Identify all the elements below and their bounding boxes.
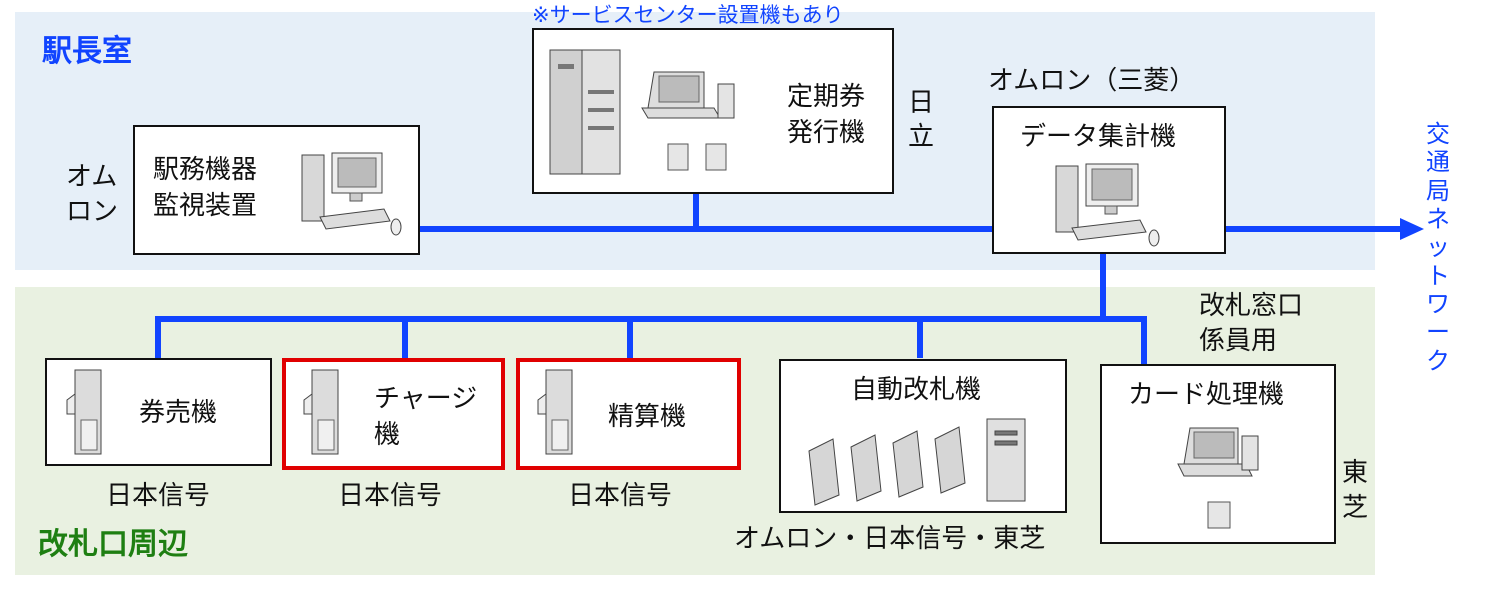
- card-processor-vendor-line2: 芝: [1342, 493, 1369, 523]
- charge-machine: チャージ 機: [282, 358, 505, 470]
- gate-area-bus: [155, 316, 1147, 322]
- backbone-line-east: [1226, 226, 1406, 232]
- card-terminal-icon: [1177, 427, 1259, 529]
- pass-issuer-vendor-line1: 日: [908, 88, 935, 118]
- drop-card-processor: [1141, 316, 1147, 364]
- monitor-label-line1: 駅務機器: [153, 155, 258, 185]
- data-aggregator: データ集計機: [992, 106, 1226, 254]
- commuter-pass-issuer: 定期券 発行機: [532, 28, 894, 194]
- auto-gate-vendor: オムロン・日本信号・東芝: [734, 524, 1046, 554]
- card-processor-label: カード処理機: [1128, 380, 1285, 410]
- workstation-icon: [301, 152, 402, 236]
- pass-issuer-vendor-line2: 立: [908, 122, 935, 152]
- drop-auto-gate: [917, 316, 923, 358]
- charge-vendor: 日本信号: [338, 481, 443, 511]
- aggregator-workstation-icon: [1055, 163, 1160, 247]
- arrow-head-icon: [1400, 218, 1424, 240]
- aggregator-label: データ集計機: [1020, 122, 1177, 152]
- aggregator-down-line: [1100, 252, 1106, 320]
- monitor-label-line2: 監視装置: [153, 191, 258, 221]
- card-processor-usage-line2: 係員用: [1199, 326, 1278, 356]
- card-processor-vendor-line1: 東: [1342, 458, 1369, 488]
- pass-issuer-label-line1: 定期券: [787, 82, 866, 112]
- vending-machine-icon: [66, 369, 102, 455]
- ticket-vending-machine: 券売機: [45, 358, 272, 466]
- ticket-vending-vendor: 日本信号: [106, 481, 211, 511]
- monitor-vendor-line1: オム: [66, 162, 118, 192]
- drop-ticket-vending: [155, 316, 161, 358]
- charge-machine-icon: [303, 369, 339, 455]
- drop-fare-adjust: [627, 316, 633, 358]
- auto-gate-label: 自動改札機: [851, 375, 982, 405]
- pass-issuer-note: ※サービスセンター設置機もあり: [532, 3, 844, 27]
- charge-label-line1: チャージ: [374, 384, 478, 414]
- pass-issuer-drop: [693, 192, 699, 229]
- station-equipment-monitor: 駅務機器 監視装置: [133, 125, 420, 255]
- ticket-gate-area-title: 改札口周辺: [38, 527, 188, 562]
- automatic-ticket-gate: 自動改札機: [779, 359, 1067, 513]
- charge-label-line2: 機: [374, 420, 401, 450]
- drop-charge: [402, 316, 408, 358]
- card-processing-machine: カード処理機: [1100, 364, 1336, 544]
- pass-issuer-machine-icon: [549, 49, 735, 175]
- gate-array-icon: [808, 418, 1026, 506]
- aggregator-vendor: オムロン（三菱）: [988, 66, 1196, 96]
- pass-issuer-label-line2: 発行機: [787, 118, 866, 148]
- monitor-vendor-line2: ロン: [66, 197, 119, 227]
- transit-network-label: 交通局ネットワーク: [1426, 120, 1450, 375]
- fare-adjust-icon: [537, 369, 573, 455]
- backbone-line: [418, 226, 994, 232]
- fare-adjust-vendor: 日本信号: [568, 481, 673, 511]
- fare-adjustment-machine: 精算機: [516, 358, 741, 470]
- card-processor-usage-line1: 改札窓口: [1199, 291, 1304, 321]
- fare-adjust-label: 精算機: [608, 402, 687, 432]
- ticket-vending-label: 券売機: [139, 398, 218, 428]
- station-office-title: 駅長室: [42, 34, 132, 69]
